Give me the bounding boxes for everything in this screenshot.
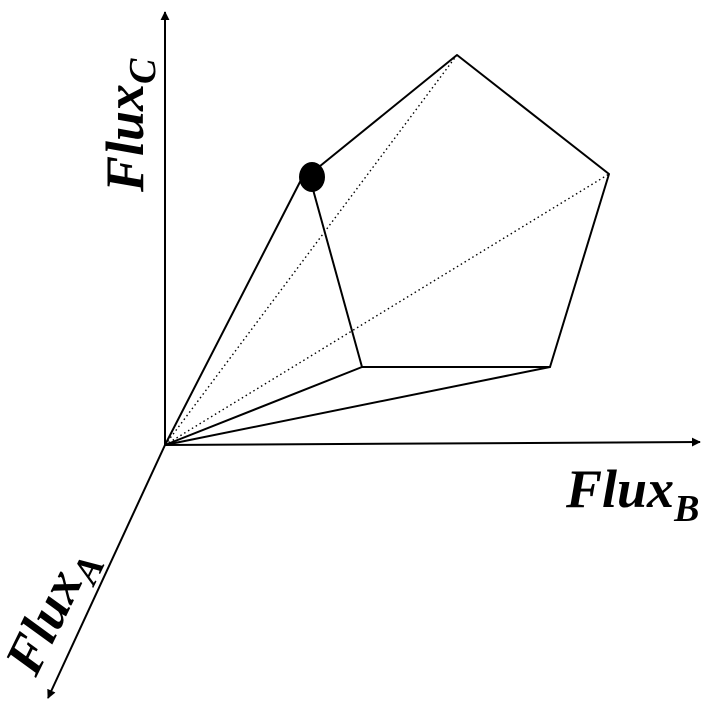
hidden-edge-origin-to-right-vertex [164, 173, 610, 446]
cone-cross-section-pentagon [308, 54, 610, 368]
hidden-edge-origin-to-top-vertex [164, 54, 458, 446]
flux-b-axis [164, 437, 701, 447]
flux-a-axis [47, 444, 166, 699]
flux-b-label-name: Flux [565, 459, 674, 519]
flux-c-label-subscript: C [122, 58, 164, 84]
cone-edge-origin-to-lower-right-vertex [164, 366, 551, 446]
flux-b-axis-label: FluxB [565, 459, 699, 530]
highlighted-vertex-marker [299, 162, 325, 192]
flux-c-label-name: Flux [95, 84, 155, 193]
flux-b-label-subscript: B [673, 488, 699, 530]
cone-edge-origin-to-marked-vertex [164, 177, 303, 446]
cone-edge-origin-to-inner-vertex [164, 366, 363, 446]
flux-c-axis-label: FluxC [95, 58, 164, 193]
flux-a-axis-label: FluxA [0, 537, 113, 688]
